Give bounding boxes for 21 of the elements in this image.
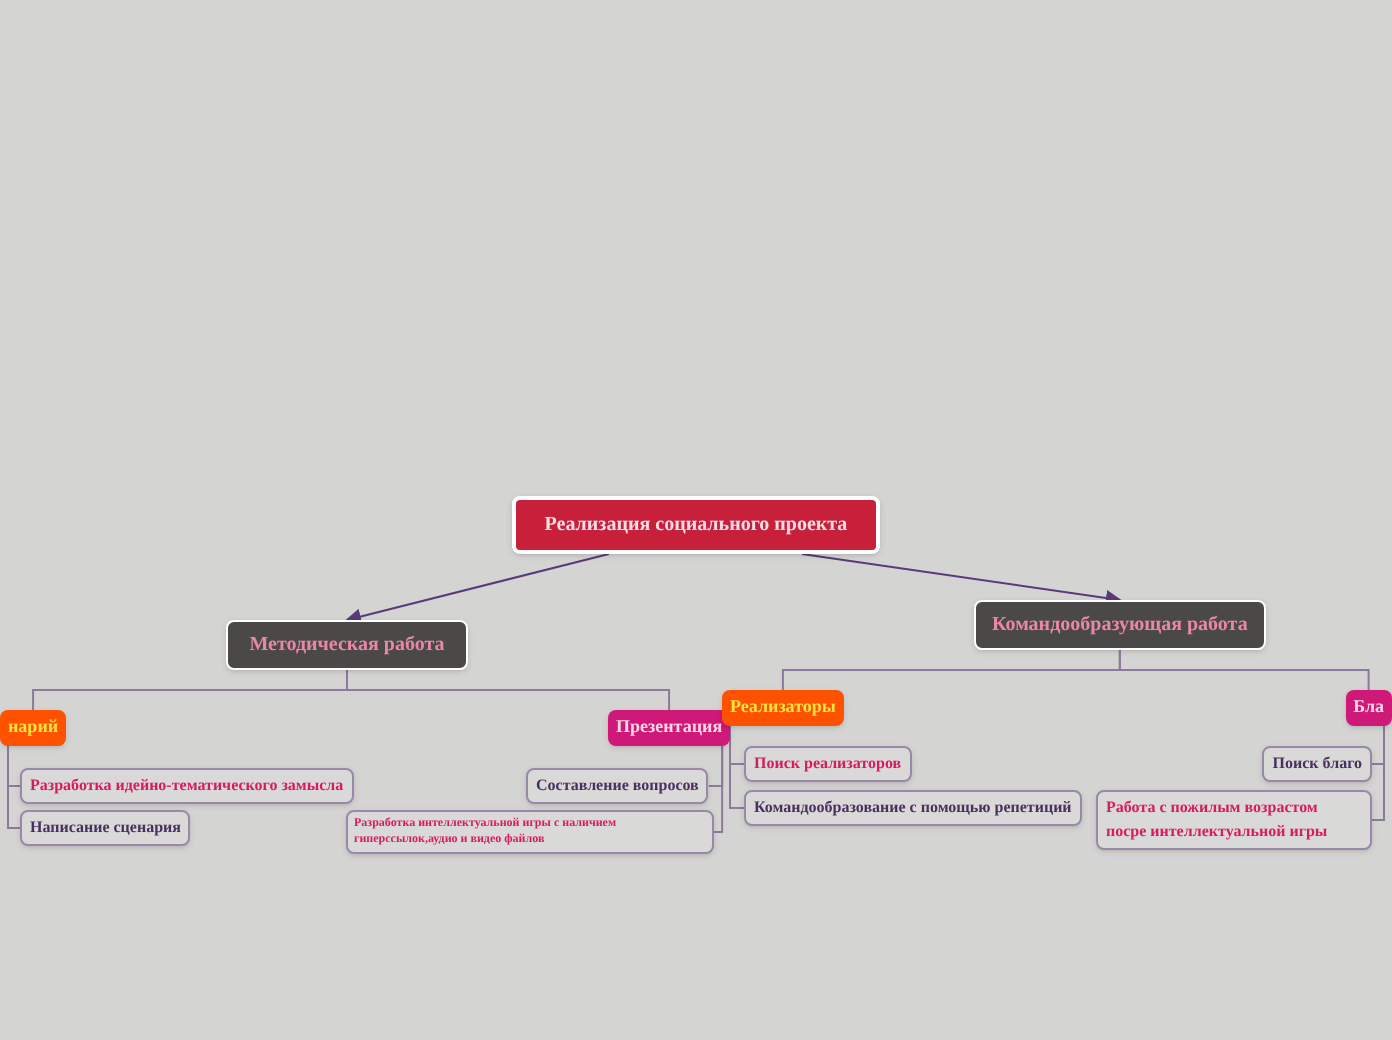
root-topic: Реализация социального проекта — [512, 496, 880, 554]
subtopic-tag: Реализаторы — [722, 690, 844, 725]
leaf-topic: Составление вопросов — [526, 768, 709, 804]
leaf-topic: Командообразование с помощью репетиций — [744, 790, 1082, 826]
leaf-topic: Написание сценария — [20, 810, 191, 846]
subtopic-tag: Презентация — [608, 710, 731, 745]
leaf-topic: Работа с пожилым возрастом посре интеллектуальной игры — [1096, 790, 1372, 850]
connector-line — [800, 553, 1122, 606]
subtopic-tag: Бла — [1345, 690, 1392, 725]
connector-line — [346, 669, 671, 711]
leaf-topic: Разработка идейно-тематического замысла — [20, 768, 354, 804]
connector-line — [1118, 649, 1370, 691]
connector-line — [7, 744, 21, 829]
main-topic: Методическая работа — [226, 620, 468, 670]
main-topic: Командообразующая работа — [974, 600, 1266, 650]
connector-line — [345, 553, 610, 625]
connector-line — [713, 744, 724, 833]
leaf-topic: Поиск реализаторов — [744, 746, 912, 782]
connector-line — [1371, 724, 1385, 821]
subtopic-tag: нарий — [0, 710, 67, 745]
leaf-topic: Поиск благо — [1262, 746, 1372, 782]
